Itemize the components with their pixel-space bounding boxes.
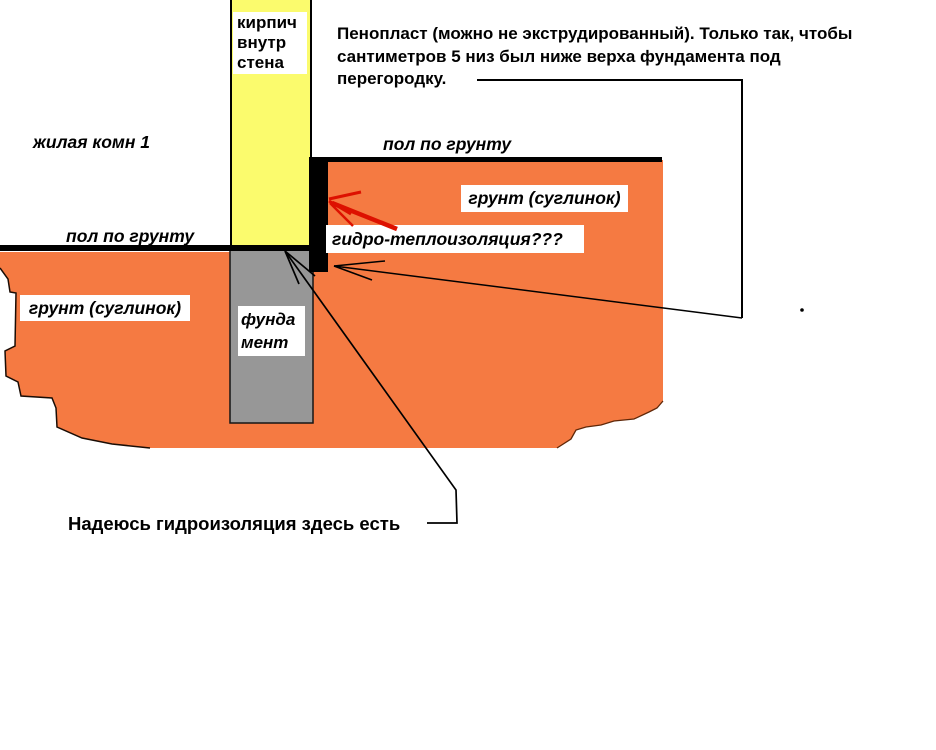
soil-outline-right — [556, 400, 664, 449]
wall-label-line: внутр — [237, 33, 287, 52]
soil-outline-left — [0, 267, 151, 449]
floor-label-right: пол по грунту — [383, 134, 512, 154]
top-annotation-connector — [477, 79, 743, 318]
bottom-annotation-arrow — [284, 250, 458, 524]
room-label: жилая комн 1 — [33, 132, 151, 152]
wall-label: кирпич внутр стена — [233, 12, 307, 74]
top-annotation: Пенопласт (можно не экструдированный). Т… — [337, 23, 852, 91]
insulation-question-label: гидро-теплоизоляция??? — [326, 225, 584, 253]
strip-arrow — [333, 260, 743, 319]
floor-line-right — [309, 157, 662, 162]
foundation-label-line: мент — [241, 333, 289, 352]
wall-label-line: стена — [237, 53, 284, 72]
top-annotation-line: перегородку. — [337, 69, 447, 88]
stray-dot — [800, 308, 804, 312]
red-arrow — [328, 190, 398, 232]
foundation-label: фунда мент — [238, 306, 305, 356]
top-annotation-line: сантиметров 5 низ был ниже верха фундаме… — [337, 46, 781, 66]
soil-label-right: грунт (суглинок) — [461, 185, 628, 212]
wall-label-line: кирпич — [237, 13, 297, 32]
soil-label-left: грунт (суглинок) — [20, 295, 190, 321]
bottom-annotation: Надеюсь гидроизоляция здесь есть — [68, 513, 401, 534]
insulation-strip — [309, 157, 328, 272]
floor-label-left: пол по грунту — [66, 226, 195, 246]
top-annotation-line: Пенопласт (можно не экструдированный). Т… — [337, 24, 853, 43]
floor-line-left — [0, 245, 311, 251]
foundation-label-line: фунда — [241, 310, 296, 329]
